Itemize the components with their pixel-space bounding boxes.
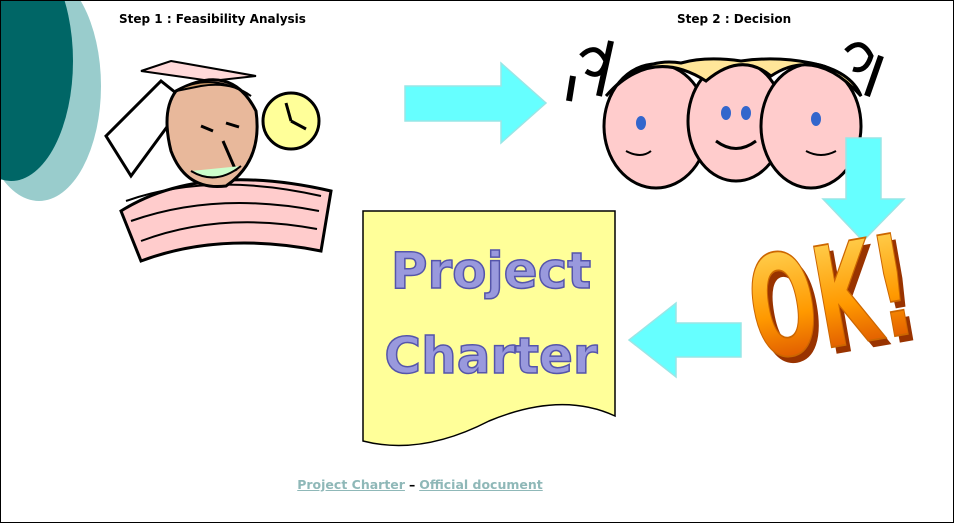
caption: Project Charter–Official document <box>1 477 839 492</box>
ok-text: OK! <box>737 204 925 393</box>
ok-shadow-text: OK! <box>742 210 930 399</box>
ok-wordart: OK! OK! <box>736 203 930 399</box>
arrow-left <box>627 301 742 379</box>
project-charter-document: Project Charter <box>362 210 616 447</box>
official-document-link[interactable]: Official document <box>419 477 543 492</box>
arrow-down <box>821 137 906 243</box>
project-charter-link[interactable]: Project Charter <box>297 477 405 492</box>
document-title-line2: Charter <box>384 327 598 385</box>
step2-label: Step 2 : Decision <box>677 12 792 26</box>
caption-separator: – <box>408 477 416 492</box>
confused-faces-clipart <box>566 40 884 190</box>
corner-decoration <box>1 1 101 201</box>
step1-label: Step 1 : Feasibility Analysis <box>119 12 306 26</box>
document-title-line1: Project <box>391 242 591 300</box>
arrow-right <box>404 61 548 145</box>
reading-man-clipart <box>104 59 333 263</box>
